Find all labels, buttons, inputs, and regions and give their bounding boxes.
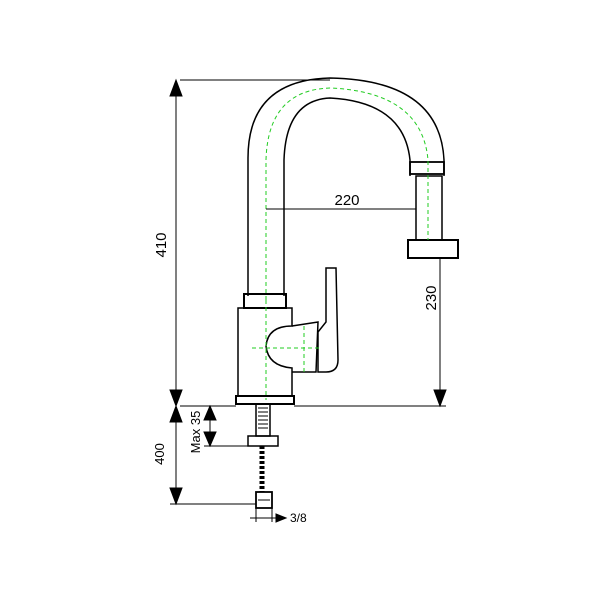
- lever-handle: [317, 267, 339, 373]
- hose-arrow-top: [169, 404, 183, 423]
- spout-ring: [409, 161, 445, 175]
- height-arrow-top: [169, 78, 183, 97]
- spout-tip: [415, 175, 443, 241]
- reach-label: 220: [334, 192, 359, 209]
- connection-arrow: [275, 513, 288, 523]
- deck-arrow-bottom: [203, 431, 217, 448]
- overall-height-label: 410: [153, 232, 170, 257]
- spout-collar: [243, 293, 287, 309]
- aerator: [407, 239, 459, 259]
- centerlines: [252, 87, 429, 400]
- deck-arrow-top: [203, 404, 217, 421]
- hose-arrow-bottom: [169, 487, 183, 506]
- spout-outer-contour: [247, 77, 445, 296]
- dimension-lines: [169, 78, 447, 523]
- spout-centerline: [265, 87, 429, 300]
- spout-clearance-label: 230: [423, 285, 440, 310]
- dimension-labels: 410 220 230 Max 35 400 3/8: [152, 192, 440, 525]
- height-arrow-bottom: [169, 389, 183, 408]
- mounting-nut: [247, 435, 279, 447]
- faucet-body: [235, 77, 459, 405]
- handle-neck: [291, 321, 319, 373]
- max-deck-label: Max 35: [188, 411, 203, 454]
- spout-inner-contour: [283, 97, 411, 296]
- base-flange: [235, 395, 295, 405]
- connection-size-label: 3/8: [290, 511, 307, 525]
- hose-length-label: 400: [152, 443, 167, 465]
- supply-hoses: [247, 403, 279, 509]
- hose-fitting: [255, 491, 273, 509]
- mixer-body: [237, 307, 293, 397]
- clearance-arrow-bottom: [433, 389, 447, 408]
